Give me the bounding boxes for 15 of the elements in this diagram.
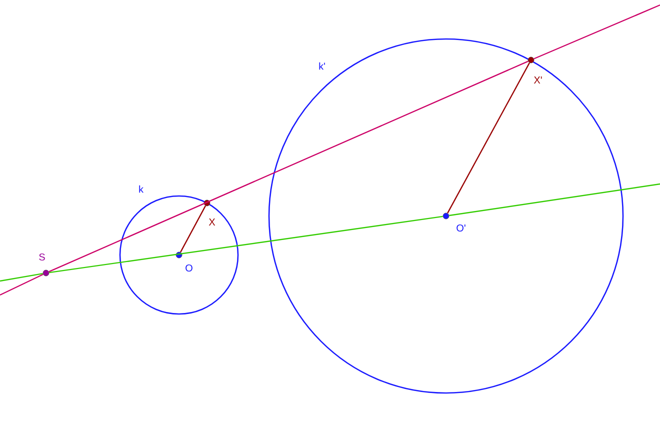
node-label: X — [208, 218, 216, 226]
line — [48, 60, 528, 272]
node-label: O — [186, 264, 192, 272]
node-label: S — [39, 253, 45, 261]
point: X' — [528, 56, 542, 84]
node-label: X' — [534, 76, 542, 84]
point: O — [176, 252, 192, 272]
point: S — [39, 253, 50, 276]
point: O' — [442, 212, 466, 232]
segment — [180, 206, 206, 252]
segment — [447, 62, 530, 214]
node-label: O' — [456, 224, 466, 232]
node-label: k — [139, 185, 144, 193]
point: X — [204, 200, 216, 226]
line — [49, 216, 443, 274]
